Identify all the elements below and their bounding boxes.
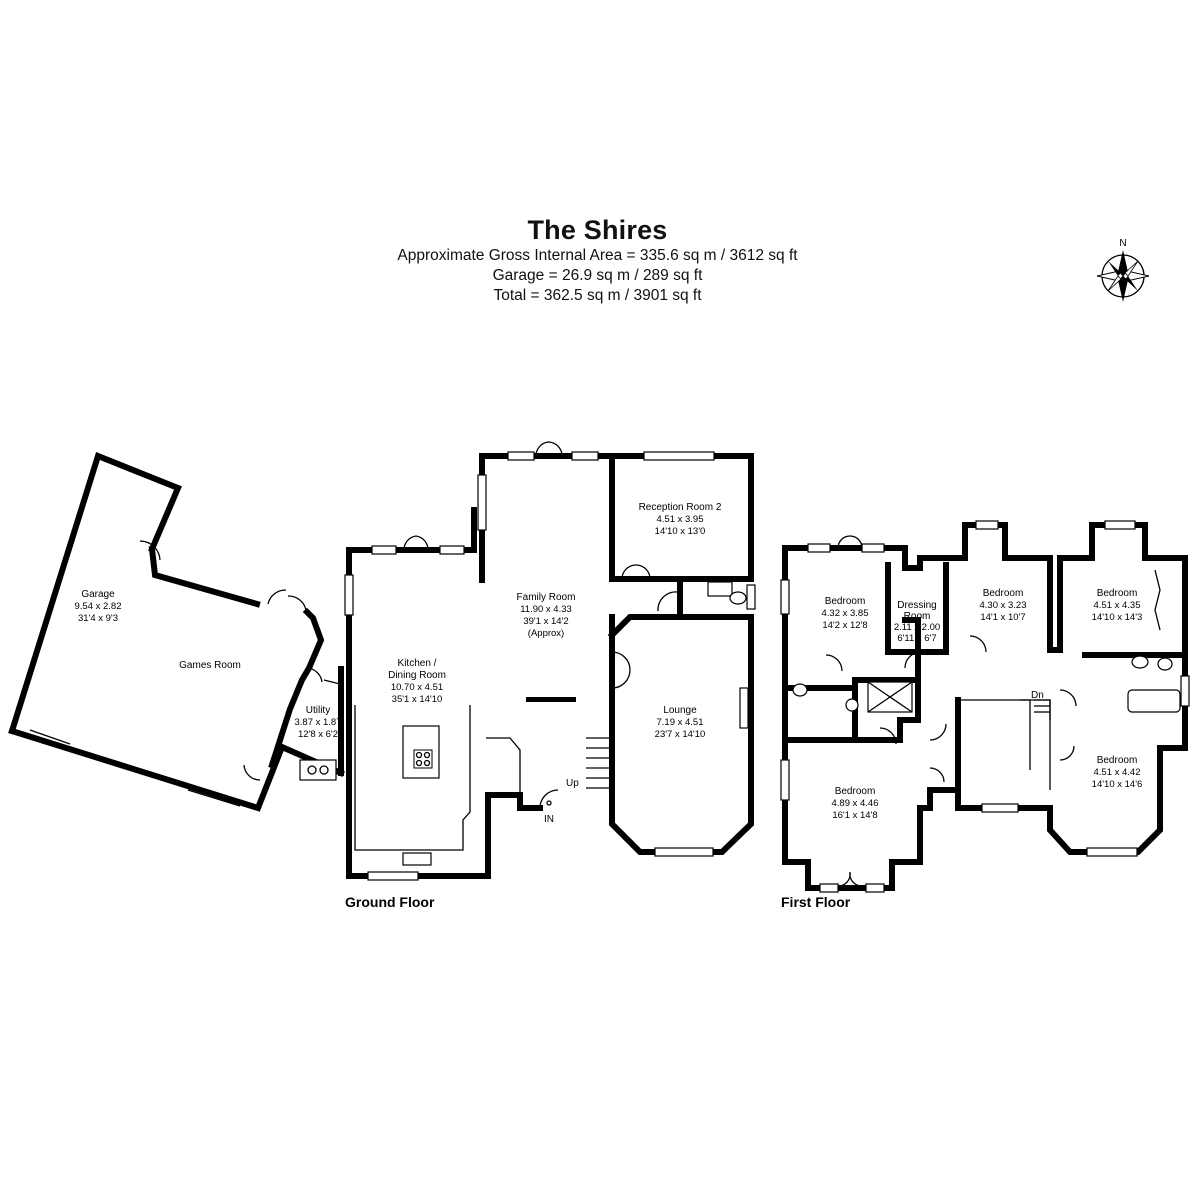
ground-floor-label: Ground Floor	[345, 894, 435, 910]
bath-icon	[1127, 689, 1181, 713]
room-name-line2: Room	[904, 611, 931, 622]
plan-header: The Shires Approximate Gross Internal Ar…	[0, 214, 1195, 306]
room-name: Reception Room 2	[639, 502, 722, 513]
room-dims-metric: 7.19 x 4.51	[656, 717, 703, 728]
sink-icon	[707, 581, 733, 597]
room-dims-imperial: 14'10 x 14'3	[1092, 612, 1143, 623]
hob-icon	[413, 749, 433, 769]
room-dims-imperial: 14'1 x 10'7	[980, 612, 1025, 623]
room-bedroom-2: Bedroom 4.30 x 3.23 14'1 x 10'7	[979, 588, 1026, 623]
room-dims-metric: 4.51 x 3.95	[656, 514, 703, 525]
toilet-icon	[729, 591, 747, 605]
room-garage: Garage 9.54 x 2.82 31'4 x 9'3	[74, 589, 121, 624]
room-name: Dressing	[897, 600, 936, 611]
staircase-icon	[586, 737, 611, 789]
room-kitchen-dining: Kitchen / Dining Room 10.70 x 4.51 35'1 …	[388, 658, 446, 705]
room-dims-imperial: 35'1 x 14'10	[392, 694, 443, 705]
toilet-icon	[1131, 655, 1149, 669]
sink-icon	[402, 852, 432, 866]
room-lounge: Lounge 7.19 x 4.51 23'7 x 14'10	[655, 705, 706, 740]
room-name: Family Room	[517, 592, 576, 603]
room-bedroom-5: Bedroom 4.51 x 4.42 14'10 x 14'6	[1092, 755, 1143, 790]
staircase-icon	[1034, 699, 1051, 720]
room-bedroom-4: Bedroom 4.89 x 4.46 16'1 x 14'8	[831, 786, 878, 821]
garage-block	[8, 452, 345, 812]
room-dims-imperial: 12'8 x 6'2	[298, 729, 338, 740]
room-family-room: Family Room 11.90 x 4.33 39'1 x 14'2 (Ap…	[517, 592, 576, 639]
entrance-marker: IN	[544, 814, 554, 825]
room-name: Utility	[306, 705, 330, 716]
room-dims-metric: 4.51 x 4.42	[1093, 767, 1140, 778]
room-name-line2: Dining Room	[388, 670, 446, 681]
room-dims-imperial: 14'2 x 12'8	[822, 620, 867, 631]
room-dims-metric: 3.87 x 1.87	[294, 717, 341, 728]
room-name: Bedroom	[1097, 755, 1138, 766]
compass-rose-icon: N	[1096, 238, 1150, 302]
stairs-down-marker: Dn	[1031, 690, 1044, 701]
room-dims-note: (Approx)	[528, 628, 564, 639]
sink-icon	[1157, 657, 1173, 671]
room-name: Garage	[81, 589, 115, 600]
sink-icon	[845, 698, 859, 712]
room-dims-metric: 2.11 x 2.00	[894, 622, 940, 633]
room-dims-imperial: 39'1 x 14'2	[523, 616, 568, 627]
garage-area: Garage = 26.9 sq m / 289 sq ft	[492, 267, 703, 284]
room-name: Bedroom	[825, 596, 866, 607]
room-dims-metric: 4.30 x 3.23	[979, 600, 1026, 611]
room-games-room: Games Room	[179, 660, 241, 671]
first-floor-label: First Floor	[781, 894, 851, 910]
room-bedroom-1: Bedroom 4.32 x 3.85 14'2 x 12'8	[821, 596, 868, 631]
stairs-up-marker: Up	[566, 778, 579, 789]
first-floor-plan: Bedroom 4.32 x 3.85 14'2 x 12'8 Dressing…	[780, 520, 1190, 910]
compass-north-label: N	[1119, 238, 1126, 249]
room-dressing-room: Dressing Room 2.11 x 2.00 6'11 x 6'7	[894, 600, 940, 644]
room-dims-imperial: 23'7 x 14'10	[655, 729, 706, 740]
room-dims-metric: 9.54 x 2.82	[74, 601, 121, 612]
toilet-icon	[792, 683, 808, 697]
room-dims-imperial: 31'4 x 9'3	[78, 613, 118, 624]
ground-floor-plan: Garage 9.54 x 2.82 31'4 x 9'3 Games Room…	[8, 441, 756, 910]
room-name: Bedroom	[983, 588, 1024, 599]
room-name: Lounge	[663, 705, 697, 716]
room-dims-metric: 4.32 x 3.85	[821, 608, 868, 619]
room-dims-imperial: 14'10 x 13'0	[655, 526, 706, 537]
room-dims-metric: 11.90 x 4.33	[520, 604, 572, 615]
room-dims-imperial: 16'1 x 14'8	[832, 810, 877, 821]
room-name: Kitchen /	[398, 658, 437, 669]
room-utility: Utility 3.87 x 1.87 12'8 x 6'2	[294, 705, 341, 740]
room-bedroom-3: Bedroom 4.51 x 4.35 14'10 x 14'3	[1092, 588, 1143, 623]
property-title: The Shires	[527, 215, 668, 245]
room-dims-metric: 4.51 x 4.35	[1093, 600, 1140, 611]
room-name: Games Room	[179, 660, 241, 671]
total-area: Total = 362.5 sq m / 3901 sq ft	[493, 287, 702, 304]
room-dims-imperial: 14'10 x 14'6	[1092, 779, 1143, 790]
room-name: Bedroom	[1097, 588, 1138, 599]
gross-internal-area: Approximate Gross Internal Area = 335.6 …	[397, 247, 798, 264]
ground-floor-main	[344, 441, 756, 881]
room-reception-room-2: Reception Room 2 4.51 x 3.95 14'10 x 13'…	[639, 502, 722, 537]
room-dims-imperial: 6'11 x 6'7	[897, 633, 936, 644]
room-dims-metric: 10.70 x 4.51	[391, 682, 443, 693]
room-dims-metric: 4.89 x 4.46	[831, 798, 878, 809]
room-name: Bedroom	[835, 786, 876, 797]
